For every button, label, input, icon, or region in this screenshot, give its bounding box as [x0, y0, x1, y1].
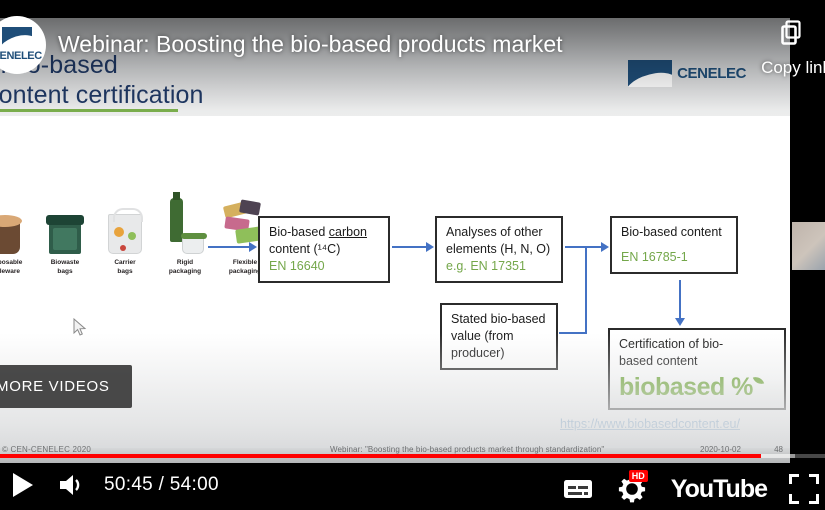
product-caption: Flexible packaging [228, 259, 262, 275]
box-line: Certification of bio- [619, 337, 724, 351]
player-controls-bar[interactable]: 50:45 / 54:00 HD YouTube [0, 448, 825, 510]
volume-button[interactable] [56, 468, 90, 502]
copy-link-button[interactable] [775, 16, 809, 50]
leaf-icon [752, 374, 765, 387]
carrier-bag-icon [102, 198, 148, 256]
arrow-content-to-certification [679, 280, 681, 320]
box-line: content (¹⁴C) [269, 242, 341, 256]
cenelec-logo-mark [628, 60, 673, 87]
box-line: based content [619, 354, 698, 368]
settings-button[interactable]: HD [615, 470, 649, 504]
box-standard-ref: EN 16640 [269, 259, 325, 273]
slide-title-rule [0, 109, 178, 112]
diagram-box-bio-based-content: Bio-based content EN 16785-1 [610, 216, 738, 274]
box-line: producer) [451, 346, 505, 360]
box-line: value (from [451, 329, 514, 343]
diagram-box-stated-bio-based-value: Stated bio-based value (from producer) [440, 303, 558, 370]
biobased-percent-logo: biobased % [619, 372, 776, 402]
arrowhead-trunk-to-content [601, 242, 609, 252]
product-item-biowaste-bags: Biowaste bags [42, 198, 88, 276]
diagram-box-certification: Certification of bio- based content biob… [608, 328, 786, 410]
arrow-carbon-to-analyses [392, 246, 427, 248]
copy-link-tooltip: Copy link [761, 58, 825, 77]
cenelec-logo: CENELEC [628, 60, 746, 87]
video-title-overlay[interactable]: Webinar: Boosting the bio-based products… [58, 31, 563, 57]
box-line: Bio-based carbon [269, 224, 380, 241]
box-line: Analyses of other [446, 225, 543, 239]
product-caption: Biowaste bags [50, 259, 80, 275]
product-caption: Rigid packaging [168, 259, 202, 275]
box-standard-ref: e.g. EN 17351 [446, 259, 526, 273]
arrowhead-carbon-to-analyses [426, 242, 434, 252]
product-item-rigid-packaging: Rigid packaging [162, 192, 208, 276]
box-line: elements (H, N, O) [446, 242, 551, 256]
channel-avatar[interactable]: CENELEC [0, 16, 46, 74]
disposable-cup-icon [0, 198, 28, 256]
progress-bar-played [0, 454, 761, 458]
arrow-analyses-to-trunk [565, 246, 587, 248]
product-caption: Disposable tableware [0, 259, 23, 275]
copy-icon [781, 20, 801, 45]
avatar-logo-word: CENELEC [0, 50, 42, 62]
gear-icon [618, 476, 645, 503]
avatar-logo-mark [2, 27, 32, 46]
controls-right-group[interactable]: HD YouTube [563, 470, 819, 504]
subtitles-icon [563, 480, 592, 498]
product-caption: Carrier bags [114, 259, 136, 275]
subtitles-button[interactable] [563, 478, 593, 500]
biobasedcontent-link[interactable]: https://www.biobasedcontent.eu/ [560, 417, 740, 431]
box-standard-ref: EN 16785-1 [621, 250, 688, 264]
progress-bar-track[interactable] [0, 454, 825, 458]
slide-title: ...bio-based content certification [0, 51, 204, 109]
box-text: Bio-based [269, 225, 329, 239]
controls-left-group[interactable]: 50:45 / 54:00 [4, 466, 219, 504]
slide-body-background [0, 116, 790, 463]
more-videos-button[interactable]: MORE VIDEOS [0, 365, 132, 408]
youtube-watermark[interactable]: YouTube [670, 474, 768, 503]
play-icon [13, 473, 33, 497]
arrow-products-to-carbon [208, 246, 250, 248]
rigid-packaging-icon [162, 192, 208, 256]
mouse-cursor-icon [73, 318, 87, 336]
box-line: Bio-based content [621, 225, 722, 239]
hd-badge: HD [628, 470, 648, 482]
fullscreen-icon [789, 474, 799, 484]
product-item-carrier-bags: Carrier bags [102, 198, 148, 276]
arrow-stated-to-trunk [559, 332, 587, 334]
box-text-underlined: carbon [328, 225, 367, 239]
volume-icon [60, 475, 80, 495]
arrowhead-content-to-certification [675, 318, 685, 326]
product-item-disposable-tableware: Disposable tableware [0, 198, 28, 276]
arrow-trunk-to-content [585, 246, 602, 248]
play-button[interactable] [4, 466, 42, 504]
time-display: 50:45 / 54:00 [104, 474, 219, 495]
diagram-box-bio-based-carbon-content: Bio-based carbon content (¹⁴C) EN 16640 [258, 216, 390, 283]
box-line: Stated bio-based [451, 312, 546, 326]
diagram-box-analyses-other-elements: Analyses of other elements (H, N, O) e.g… [435, 216, 563, 283]
biowaste-bin-icon [42, 198, 88, 256]
product-item-flexible-packaging: Flexible packaging [222, 198, 268, 276]
fullscreen-button[interactable] [789, 474, 819, 504]
suggested-video-thumbnail[interactable] [792, 222, 825, 270]
biobased-logo-text: biobased % [619, 373, 753, 401]
cenelec-logo-word: CENELEC [677, 65, 746, 82]
arrow-trunk-vertical [585, 246, 587, 333]
product-examples-row: Disposable tableware Biowaste bags Carri… [0, 192, 268, 276]
arrowhead-products-to-carbon [249, 242, 257, 252]
